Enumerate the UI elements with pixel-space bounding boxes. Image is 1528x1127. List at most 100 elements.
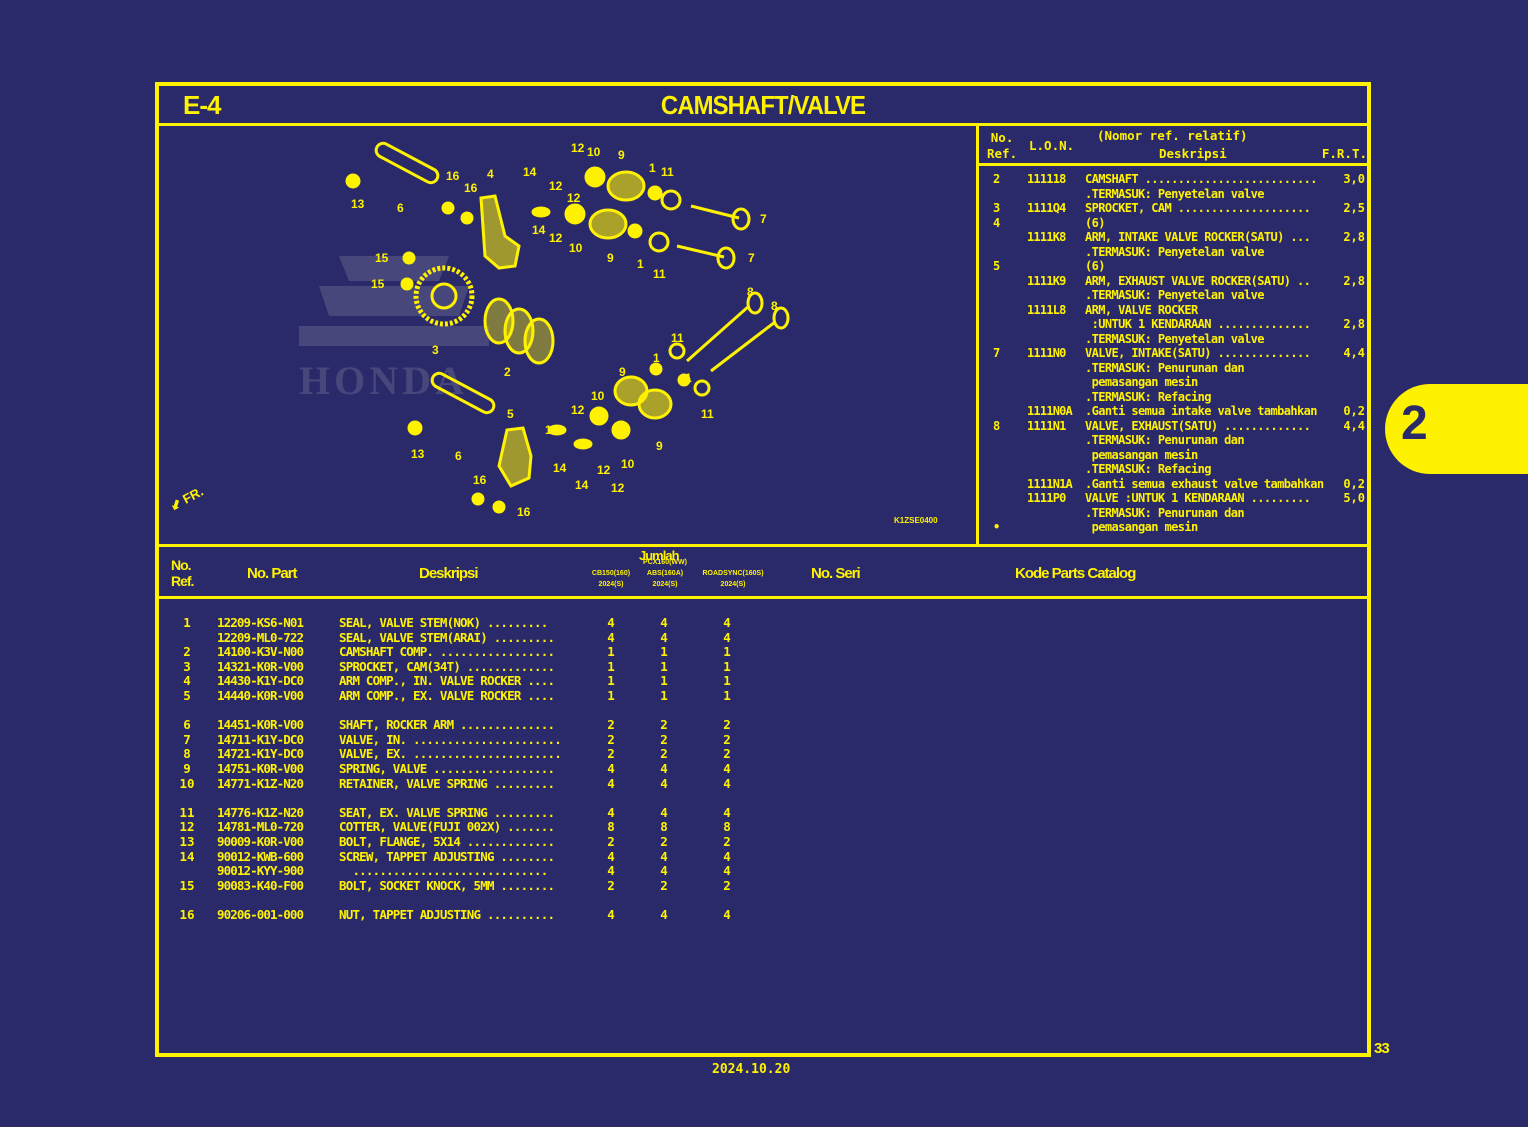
qty-model-3: 4	[723, 615, 731, 630]
ref-number: 6	[183, 717, 191, 733]
frt-lon: 1111K8	[1027, 230, 1066, 244]
ref-number: 4	[183, 673, 191, 689]
frt-desc: ARM, INTAKE VALVE ROCKER(SATU) ...	[1085, 230, 1311, 244]
frt-row: .TERMASUK: Penurunan dan	[979, 506, 1371, 521]
frt-row: • pemasangan mesin	[979, 520, 1371, 535]
frt-desc: .TERMASUK: Penyetelan valve	[1085, 244, 1264, 259]
svg-text:3: 3	[432, 343, 439, 357]
frt-header-desc: Deskripsi	[1159, 146, 1227, 161]
qty-model-2: 4	[660, 615, 668, 630]
frt-ref: 7	[993, 346, 1001, 360]
part-description: VALVE, EX. ......................	[339, 746, 562, 762]
qty-model-3: 4	[723, 804, 731, 820]
col-header-model-3: ROADSYNC(160S) 2024(S)	[702, 570, 764, 588]
qty-model-3: 2	[723, 731, 731, 747]
part-description: SPRING, VALVE ..................	[339, 760, 555, 776]
page-title: CAMSHAFT/VALVE	[660, 90, 866, 120]
col-header-desc: Deskripsi	[419, 565, 479, 582]
part-description: BOLT, SOCKET KNOCK, 5MM ........	[339, 877, 555, 893]
frt-value: 0,2	[1343, 404, 1365, 418]
frt-ref: 8	[993, 418, 1001, 433]
frt-desc: VALVE :UNTUK 1 KENDARAAN .........	[1085, 491, 1311, 505]
ref-number: 9	[183, 760, 191, 776]
frt-desc: :UNTUK 1 KENDARAAN ..............	[1085, 317, 1311, 331]
col-header-qty: Jumlah	[639, 548, 680, 563]
part-description: SEAL, VALVE STEM(NOK) .........	[339, 615, 548, 630]
svg-text:6: 6	[397, 201, 404, 215]
qty-model-3: 4	[723, 629, 731, 645]
frt-ref: 3	[993, 201, 1001, 215]
qty-model-2: 4	[660, 629, 668, 645]
part-number: 14776-K1Z-N20	[217, 804, 304, 820]
ref-number: 12	[179, 819, 195, 835]
part-number: 14451-K0R-V00	[217, 717, 304, 733]
svg-text:12: 12	[549, 231, 563, 245]
frt-value: 4,4	[1343, 418, 1365, 433]
qty-model-1: 1	[607, 644, 615, 660]
ref-number: 15	[179, 877, 195, 893]
frt-desc: (6)	[1085, 259, 1105, 273]
frt-row: .TERMASUK: Refacing	[979, 390, 1371, 405]
frt-header-frt: F.R.T.	[1321, 146, 1367, 161]
svg-text:16: 16	[473, 473, 487, 487]
table-row: 9 14751-K0R-V00 SPRING, VALVE ............…	[159, 761, 1367, 776]
qty-model-1: 4	[607, 848, 615, 864]
frt-desc: VALVE, INTAKE(SATU) ..............	[1085, 346, 1311, 360]
qty-model-2: 1	[660, 658, 668, 674]
frt-row: pemasangan mesin	[979, 448, 1371, 463]
col-header-ref: No. Ref.	[171, 557, 194, 589]
qty-model-1: 2	[607, 731, 615, 747]
part-description: ARM COMP., EX. VALVE ROCKER ....	[339, 687, 555, 703]
qty-model-2: 4	[660, 848, 668, 864]
svg-text:12: 12	[597, 463, 611, 477]
part-number: 12209-ML0-722	[217, 629, 304, 645]
svg-text:6: 6	[455, 449, 462, 463]
frt-lon: 1111P0	[1027, 491, 1066, 505]
qty-model-3: 4	[723, 775, 731, 791]
svg-text:10: 10	[569, 241, 583, 255]
svg-text:13: 13	[411, 447, 425, 461]
qty-model-3: 2	[723, 833, 731, 849]
frt-desc: pemasangan mesin	[1085, 375, 1199, 389]
qty-model-2: 8	[660, 819, 668, 835]
qty-model-2: 2	[660, 833, 668, 849]
frt-desc: .TERMASUK: Penurunan dan	[1085, 505, 1245, 520]
svg-text:9: 9	[618, 148, 625, 162]
qty-model-2: 2	[660, 746, 668, 762]
part-number: 14751-K0R-V00	[217, 760, 304, 776]
chapter-tab[interactable]: 2	[1385, 384, 1528, 474]
frt-lon: 1111N1A	[1027, 476, 1073, 491]
svg-text:1: 1	[685, 371, 692, 385]
svg-text:12: 12	[611, 481, 625, 495]
frt-value: 2,5	[1343, 201, 1365, 215]
qty-model-2: 4	[660, 906, 668, 922]
frt-value: 3,0	[1343, 172, 1365, 186]
qty-model-3: 1	[723, 644, 731, 660]
frt-desc: pemasangan mesin	[1085, 520, 1199, 534]
frt-lon: 1111N0A	[1027, 404, 1073, 418]
svg-text:12: 12	[549, 179, 563, 193]
ref-number: 5	[183, 687, 191, 703]
svg-text:11: 11	[671, 331, 684, 345]
part-description: CAMSHAFT COMP. .................	[339, 644, 555, 660]
frt-value: 0,2	[1343, 476, 1365, 491]
qty-model-1: 1	[607, 687, 615, 703]
frt-ref: 2	[993, 172, 1001, 186]
part-number: 14771-K1Z-N20	[217, 775, 304, 791]
svg-text:9: 9	[656, 439, 663, 453]
qty-model-3: 1	[723, 673, 731, 689]
frt-lon: 1111L8	[1027, 302, 1066, 317]
qty-model-2: 4	[660, 760, 668, 776]
ref-number: 7	[183, 731, 191, 747]
col-header-model-2: PCX160(WW) ABS(160A) 2024(S)	[643, 559, 687, 588]
